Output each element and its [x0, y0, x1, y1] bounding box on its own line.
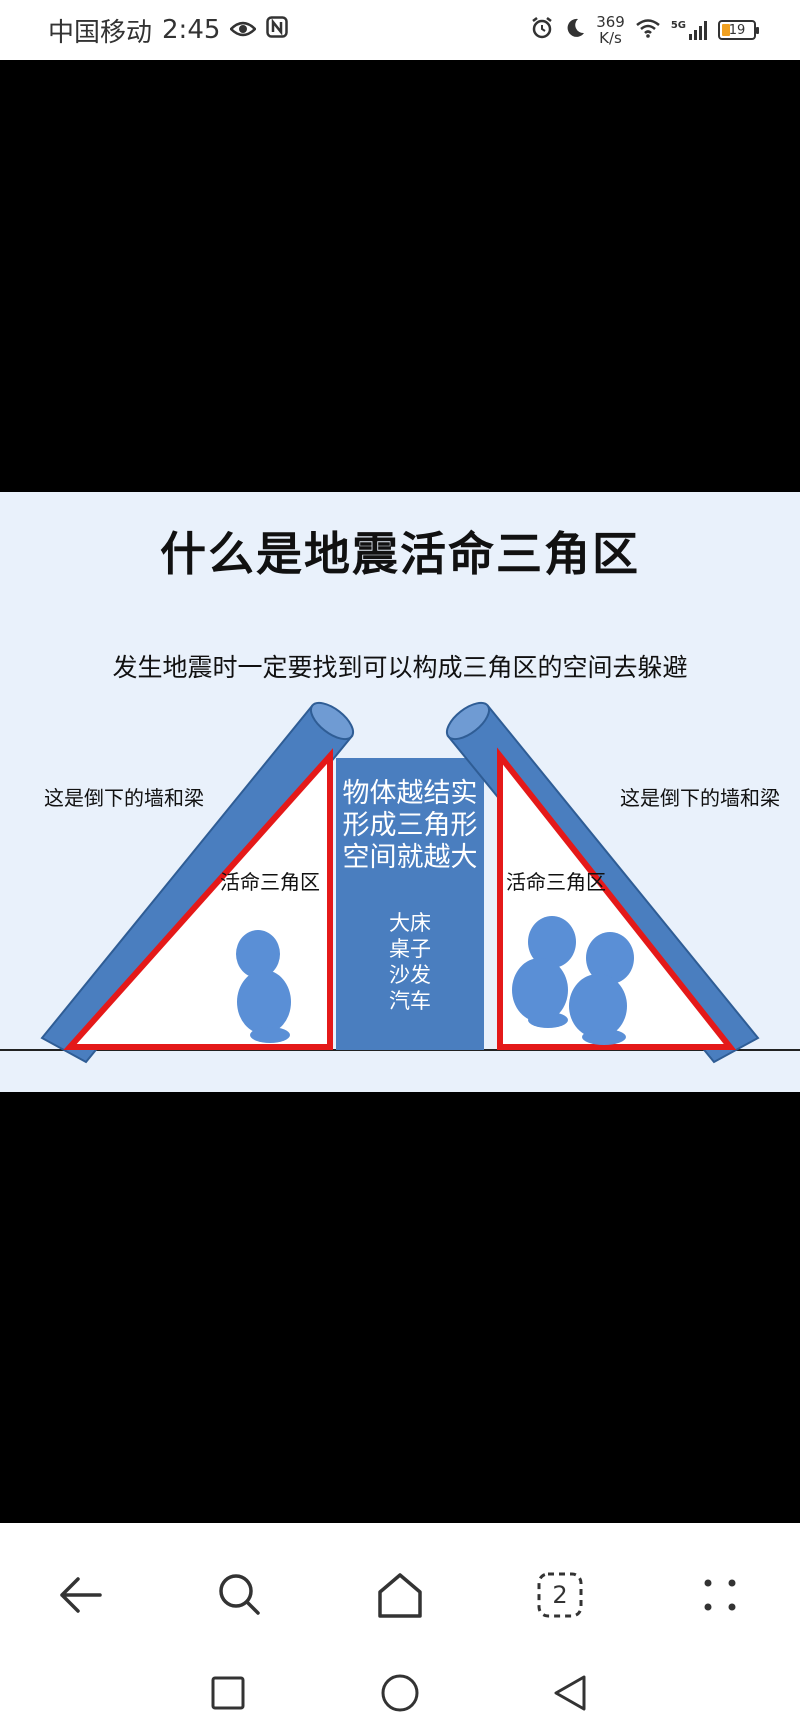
- circle-icon: [381, 1674, 419, 1712]
- recent-apps-button[interactable]: [198, 1663, 258, 1723]
- right-zone-label: 活命三角区: [506, 870, 606, 894]
- infographic-illustration: [0, 701, 800, 1064]
- back-icon: [60, 1577, 102, 1613]
- center-item-table: 桌子: [389, 937, 431, 961]
- more-button[interactable]: [680, 1555, 760, 1635]
- square-icon: [211, 1676, 245, 1710]
- search-icon: [219, 1574, 260, 1615]
- net-speed-unit: K/s: [599, 29, 622, 47]
- back-button[interactable]: [40, 1555, 120, 1635]
- image-viewer[interactable]: 什么是地震活命三角区 发生地震时一定要找到可以构成三角区的空间去躲避 这是倒下的…: [0, 60, 800, 1523]
- triangle-back-icon: [554, 1675, 586, 1711]
- center-line-1: 物体越结实: [342, 778, 478, 809]
- center-line-2: 形成三角形: [342, 810, 478, 841]
- tabs-count: 2: [552, 1581, 568, 1609]
- right-person-1: [512, 916, 576, 1028]
- home-icon: [378, 1573, 422, 1618]
- left-beam: [40, 701, 355, 1064]
- eye-icon: [229, 15, 258, 45]
- left-zone-label: 活命三角区: [220, 870, 320, 894]
- wifi-icon: [635, 18, 661, 42]
- clock-time: 2:45: [162, 15, 221, 45]
- infographic-title: 什么是地震活命三角区: [160, 527, 640, 581]
- system-back-button[interactable]: [540, 1663, 600, 1723]
- center-line-3: 空间就越大: [342, 842, 478, 873]
- system-home-button[interactable]: [370, 1663, 430, 1723]
- tabs-icon: [537, 1572, 583, 1618]
- battery-level: 19: [728, 22, 746, 38]
- right-person-2: [569, 932, 634, 1045]
- center-item-bed: 大床: [389, 911, 431, 935]
- center-block: [336, 758, 484, 1050]
- carrier-name: 中国移动: [48, 17, 153, 48]
- bottom-navigation: 2: [0, 1523, 800, 1733]
- left-person: [236, 930, 291, 1043]
- nfc-icon: [266, 15, 289, 45]
- network-speed: 369 K/s: [596, 14, 625, 46]
- home-button[interactable]: [360, 1555, 440, 1635]
- tabs-button[interactable]: 2: [520, 1555, 600, 1635]
- net-speed-value: 369: [596, 13, 625, 31]
- search-button[interactable]: [200, 1555, 280, 1635]
- signal-type-label: 5G: [670, 20, 686, 31]
- more-icon: [704, 1579, 736, 1611]
- alarm-icon: [530, 16, 554, 44]
- center-main-text: 物体越结实 形成三角形 空间就越大: [340, 778, 480, 874]
- center-item-car: 汽车: [389, 989, 431, 1013]
- earthquake-infographic: 什么是地震活命三角区 发生地震时一定要找到可以构成三角区的空间去躲避 这是倒下的…: [0, 492, 800, 1092]
- right-wall-label: 这是倒下的墙和梁: [620, 786, 780, 810]
- left-wall-label: 这是倒下的墙和梁: [44, 786, 204, 810]
- moon-icon: [564, 17, 586, 43]
- signal-icon: 5G: [671, 20, 708, 40]
- center-item-sofa: 沙发: [389, 963, 431, 987]
- status-bar: 中国移动 2:45 369 K/s 5G 19: [0, 0, 800, 60]
- infographic-subtitle: 发生地震时一定要找到可以构成三角区的空间去躲避: [112, 653, 688, 682]
- center-items-list: 大床 桌子 沙发 汽车: [340, 910, 480, 1014]
- battery-icon: 19: [718, 20, 759, 40]
